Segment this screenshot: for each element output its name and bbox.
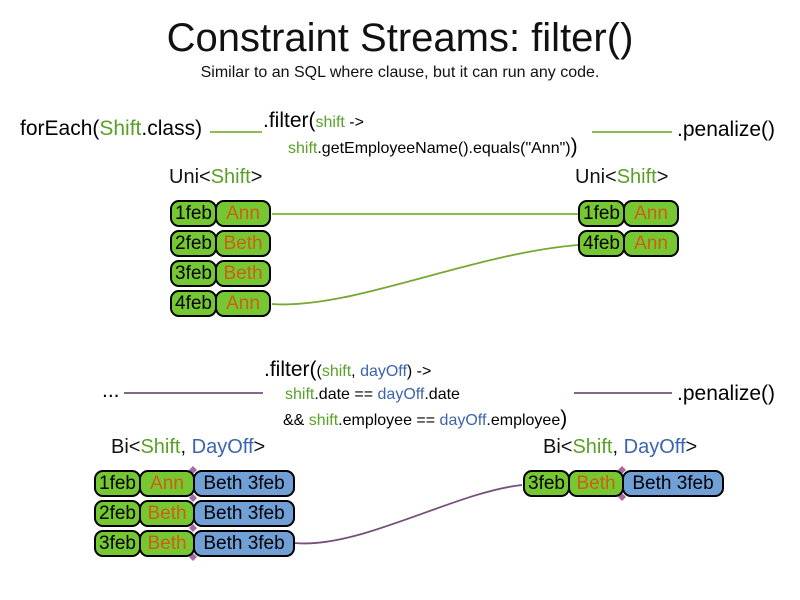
code-token-shift-param: shift — [308, 412, 339, 429]
code-token: ( — [316, 363, 322, 380]
code-token-shift-param: shift — [315, 114, 345, 131]
code-token: -> — [344, 114, 364, 131]
code-token: .employee == — [338, 412, 440, 429]
shift-employee-cell: Ann — [623, 200, 679, 227]
shift-date-cell: 4feb — [170, 290, 217, 317]
connector-row-4feb-ann — [271, 244, 579, 306]
code-token: .getEmployeeName().equals("Ann") — [317, 140, 571, 157]
shift-date-cell: 3feb — [170, 260, 217, 287]
label-token-shift: Shift — [140, 436, 181, 458]
label-token-dayoff: DayOff — [191, 436, 254, 458]
shift-employee-cell: Ann — [623, 230, 679, 257]
code-token-shift-class: Shift — [99, 117, 142, 140]
shift-employee-cell: Beth — [568, 470, 624, 497]
label-token-shift: Shift — [616, 166, 657, 188]
label-token: Uni< — [575, 166, 617, 188]
uni-shift-label-right: Uni<Shift> — [575, 166, 668, 189]
foreach-expression: forEach(Shift.class) — [20, 116, 202, 142]
code-token: .date == — [314, 386, 378, 403]
shift-date-cell: 3feb — [523, 470, 570, 497]
table-row: 3feb Beth Beth 3feb — [523, 470, 724, 497]
table-row: 3feb Beth — [170, 260, 271, 287]
shift-employee-cell: Beth — [139, 500, 195, 527]
label-token: > — [685, 436, 698, 458]
code-token-shift-param: shift — [285, 386, 315, 403]
table-row: 1feb Ann — [578, 200, 679, 227]
penalize-expression-2: .penalize() — [677, 382, 776, 405]
filter1-line2: shift.getEmployeeName().equals("Ann")) — [263, 134, 578, 160]
label-token: Bi< — [543, 436, 573, 458]
label-token: Bi< — [111, 436, 141, 458]
code-token: .class) — [141, 117, 203, 140]
shift-employee-cell: Beth — [139, 530, 195, 557]
slide-subtitle: Similar to an SQL where clause, but it c… — [200, 64, 600, 81]
bi-table-right: 3feb Beth Beth 3feb — [523, 470, 724, 500]
code-token: forEach( — [20, 117, 100, 140]
bi-table-left: 1feb Ann Beth 3feb 2feb Beth Beth 3feb 3… — [94, 470, 295, 560]
uni-shift-label-left: Uni<Shift> — [169, 166, 262, 189]
code-token-shift-param: shift — [321, 363, 352, 380]
filter2-line3: && shift.employee == dayOff.employee) — [264, 406, 567, 432]
table-row: 3feb Beth Beth 3feb — [94, 530, 295, 557]
label-token: , — [180, 436, 192, 458]
code-token: .employee — [486, 412, 561, 429]
filter1-line1: .filter(shift -> — [263, 108, 578, 134]
code-token: ) -> — [406, 363, 432, 380]
shift-date-cell: 4feb — [578, 230, 625, 257]
code-token: , — [351, 363, 361, 380]
shift-employee-cell: Ann — [215, 200, 271, 227]
code-token: .filter( — [264, 358, 317, 381]
filter-expression-1: .filter(shift -> shift.getEmployeeName()… — [263, 108, 578, 160]
shift-employee-cell: Ann — [215, 290, 271, 317]
filter2-line1: .filter((shift, dayOff) -> — [264, 357, 567, 383]
table-row: 1feb Ann Beth 3feb — [94, 470, 295, 497]
slide-title: Constraint Streams: filter() — [166, 16, 634, 60]
shift-employee-cell: Beth — [215, 260, 271, 287]
label-token: > — [250, 166, 263, 188]
table-row: 4feb Ann — [578, 230, 679, 257]
table-row: 4feb Ann — [170, 290, 271, 317]
bi-shift-dayoff-label-left: Bi<Shift, DayOff> — [111, 436, 265, 459]
table-row: 2feb Beth — [170, 230, 271, 257]
shift-date-cell: 1feb — [578, 200, 625, 227]
label-token-shift: Shift — [210, 166, 251, 188]
label-token-shift: Shift — [572, 436, 613, 458]
table-row: 2feb Beth Beth 3feb — [94, 500, 295, 527]
uni-shift-table-right: 1feb Ann 4feb Ann — [578, 200, 679, 260]
bi-shift-dayoff-label-right: Bi<Shift, DayOff> — [543, 436, 697, 459]
code-token: && — [283, 412, 309, 429]
dayoff-cell: Beth 3feb — [622, 470, 724, 497]
label-token: , — [612, 436, 624, 458]
code-token-shift-param: shift — [288, 140, 318, 157]
shift-date-cell: 2feb — [94, 500, 141, 527]
code-token: ) — [560, 407, 568, 430]
code-token: .date — [424, 386, 460, 403]
code-token-dayoff-param: dayOff — [377, 386, 425, 403]
uni-shift-table-left: 1feb Ann 2feb Beth 3feb Beth 4feb Ann — [170, 200, 271, 320]
shift-date-cell: 3feb — [94, 530, 141, 557]
ellipsis-expression: ... — [102, 379, 120, 402]
dayoff-cell: Beth 3feb — [193, 470, 295, 497]
label-token-dayoff: DayOff — [623, 436, 686, 458]
shift-employee-cell: Beth — [215, 230, 271, 257]
label-token: > — [656, 166, 669, 188]
filter-expression-2: .filter((shift, dayOff) -> shift.date ==… — [264, 357, 567, 432]
shift-date-cell: 1feb — [170, 200, 217, 227]
code-token: ) — [570, 135, 578, 158]
label-token: > — [253, 436, 266, 458]
label-token: Uni< — [169, 166, 211, 188]
code-token-dayoff-param: dayOff — [439, 412, 487, 429]
connector-row-3feb-beth — [294, 484, 523, 545]
penalize-expression-1: .penalize() — [677, 118, 776, 141]
shift-date-cell: 2feb — [170, 230, 217, 257]
table-row: 1feb Ann — [170, 200, 271, 227]
dayoff-cell: Beth 3feb — [193, 500, 295, 527]
shift-date-cell: 1feb — [94, 470, 141, 497]
dayoff-cell: Beth 3feb — [193, 530, 295, 557]
shift-employee-cell: Ann — [139, 470, 195, 497]
filter2-line2: shift.date == dayOff.date — [264, 383, 567, 406]
code-token-dayoff-param: dayOff — [360, 363, 407, 380]
code-token: .filter( — [263, 109, 316, 132]
